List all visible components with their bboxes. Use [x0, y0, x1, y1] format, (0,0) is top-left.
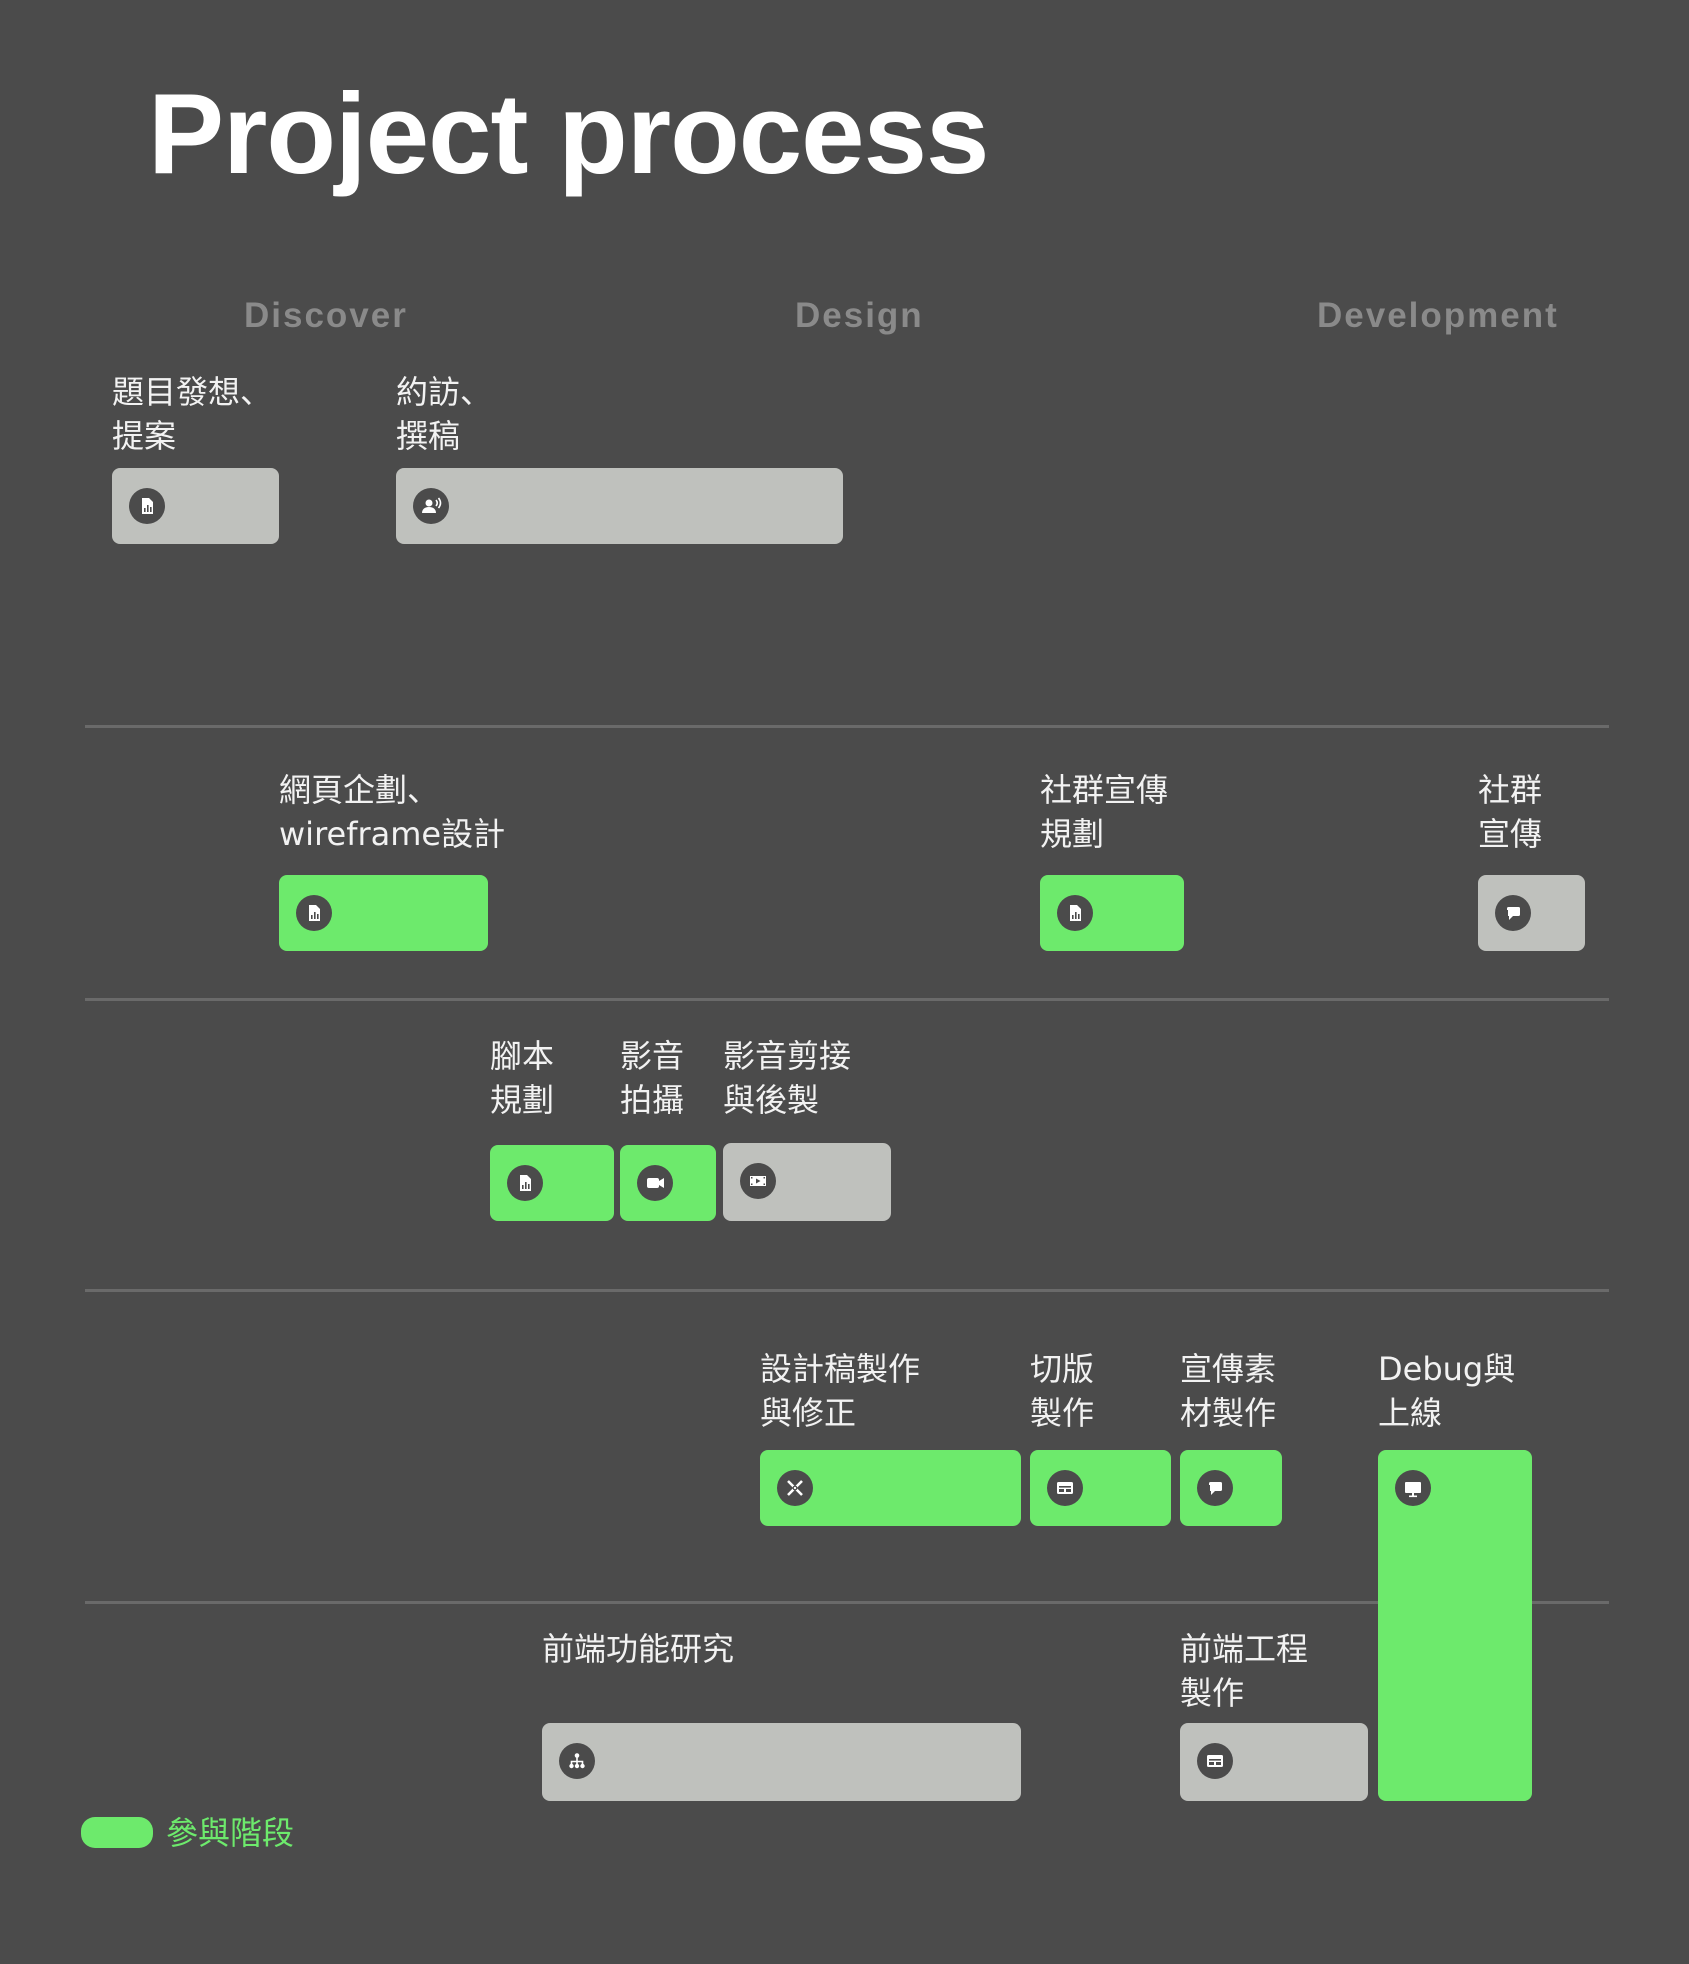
task-bar-interview-writing: [396, 468, 843, 544]
monitor-icon: [1395, 1470, 1431, 1506]
row-divider: [85, 1289, 1609, 1292]
task-label: 切版 製作: [1030, 1350, 1095, 1432]
task-bar-script-planning: [490, 1145, 614, 1221]
task-bar-social-planning: [1040, 875, 1184, 951]
task-label: 宣傳素 材製作: [1180, 1350, 1277, 1432]
task-label: 題目發想、 提案: [112, 373, 273, 455]
task-label: 設計稿製作 與修正: [760, 1350, 921, 1432]
video-camera-icon: [637, 1165, 673, 1201]
row-divider: [85, 725, 1609, 728]
phase-label-discover: Discover: [244, 296, 408, 335]
legend-swatch: [81, 1817, 153, 1848]
task-bar-debug-launch: [1378, 1450, 1532, 1801]
layout-icon: [1047, 1470, 1083, 1506]
task-label: 社群 宣傳: [1478, 771, 1543, 853]
task-bar-frontend-research: [542, 1723, 1021, 1801]
design-tools-icon: [777, 1470, 813, 1506]
task-label: 影音 拍攝: [620, 1037, 685, 1119]
report-icon: [1057, 895, 1093, 931]
report-icon: [296, 895, 332, 931]
chat-icon: [1197, 1470, 1233, 1506]
report-icon: [507, 1165, 543, 1201]
sitemap-icon: [559, 1743, 595, 1779]
task-bar-frontend-engineering: [1180, 1723, 1368, 1801]
legend-label: 參與階段: [166, 1814, 295, 1852]
task-label: 社群宣傳 規劃: [1040, 771, 1169, 853]
task-label: 腳本 規劃: [490, 1037, 555, 1119]
chat-icon: [1495, 895, 1531, 931]
task-bar-topic-proposal: [112, 468, 279, 544]
task-label: 前端工程 製作: [1180, 1630, 1309, 1712]
task-bar-promo-material: [1180, 1450, 1282, 1526]
report-icon: [129, 488, 165, 524]
task-bar-social-promotion: [1478, 875, 1585, 951]
task-label: 網頁企劃、 wireframe設計: [279, 771, 506, 853]
task-label: 約訪、 撰稿: [396, 373, 493, 455]
task-bar-video-editing: [723, 1143, 891, 1221]
phase-label-design: Design: [795, 296, 924, 335]
task-label: 影音剪接 與後製: [723, 1037, 852, 1119]
task-label: 前端功能研究: [542, 1630, 735, 1668]
interview-icon: [413, 488, 449, 524]
task-label: Debug與 上線: [1378, 1350, 1516, 1432]
row-divider: [85, 1601, 1609, 1604]
page-title: Project process: [148, 71, 989, 198]
phase-label-development: Development: [1317, 296, 1559, 335]
layout-icon: [1197, 1743, 1233, 1779]
film-icon: [740, 1163, 776, 1199]
task-bar-web-planning: [279, 875, 488, 951]
task-bar-slicing: [1030, 1450, 1171, 1526]
task-bar-design-mockup: [760, 1450, 1021, 1526]
task-bar-video-shooting: [620, 1145, 716, 1221]
row-divider: [85, 998, 1609, 1001]
